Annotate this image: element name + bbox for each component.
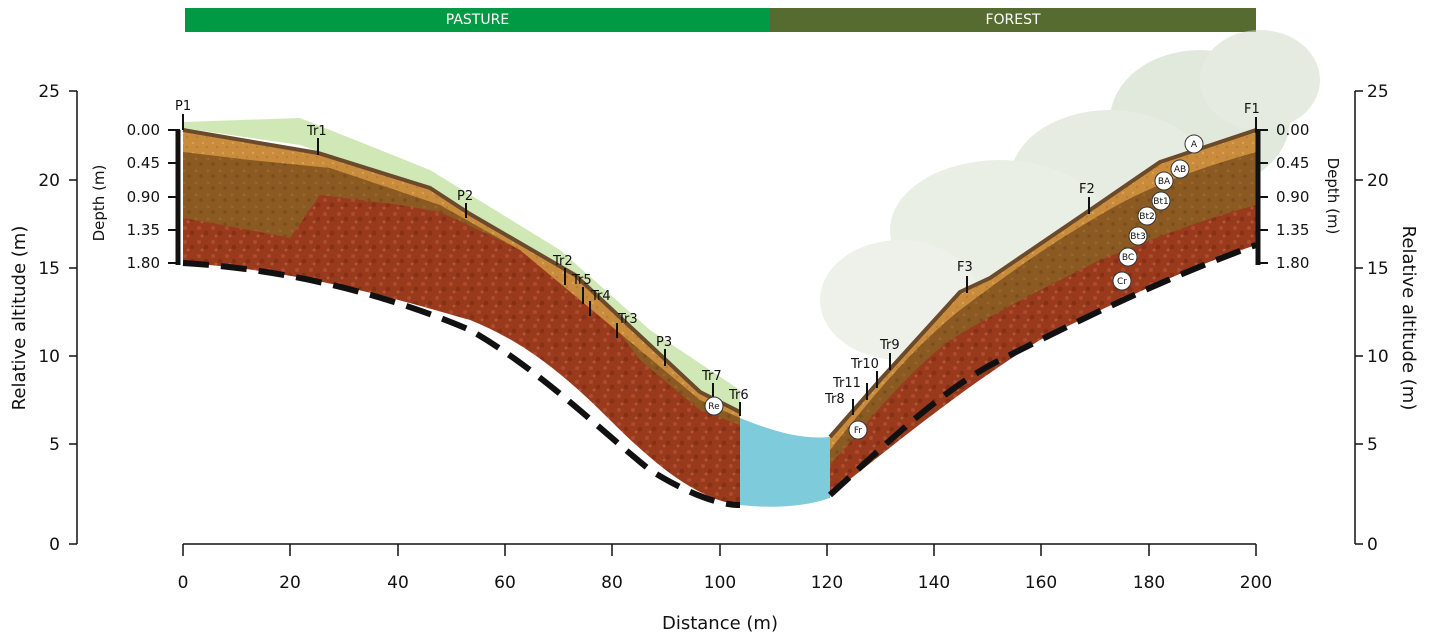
site-tr8: Tr8 — [824, 392, 845, 407]
left-depth-labels: 0.00 0.45 0.90 1.35 1.80 — [127, 121, 160, 272]
horizon-re: Re — [708, 402, 720, 412]
depth-right-title: Depth (m) — [1324, 158, 1342, 235]
yr-tick-5: 5 — [1367, 435, 1378, 455]
pasture-banner: PASTURE — [185, 8, 770, 32]
yr-tick-20: 20 — [1367, 171, 1389, 191]
deep-red-layer — [183, 130, 740, 505]
depth-left-4: 1.80 — [127, 254, 160, 272]
x-tick-60: 60 — [494, 573, 516, 593]
site-f1: F1 — [1244, 102, 1260, 117]
depth-right-3: 1.35 — [1276, 221, 1309, 239]
y-tick-25: 25 — [38, 82, 60, 102]
x-tick-20: 20 — [279, 573, 301, 593]
x-tick-160: 160 — [1025, 573, 1057, 593]
horizon-bt3: Bt3 — [1130, 232, 1145, 242]
site-markers — [182, 114, 1257, 416]
horizon-ab: AB — [1174, 165, 1186, 175]
x-tick-200: 200 — [1240, 573, 1272, 593]
yr-tick-15: 15 — [1367, 259, 1389, 279]
left-depth-scale — [168, 129, 181, 265]
site-f2: F2 — [1079, 182, 1095, 197]
site-tr2: Tr2 — [552, 254, 573, 269]
left-altitude-axis — [69, 90, 78, 545]
x-tick-100: 100 — [704, 573, 736, 593]
right-depth-scale — [1255, 129, 1268, 265]
yr-tick-0: 0 — [1367, 535, 1378, 555]
site-p1: P1 — [175, 99, 191, 114]
y-right-title: Relative altitude (m) — [1398, 226, 1419, 411]
site-tr6: Tr6 — [728, 388, 749, 403]
site-tr9: Tr9 — [879, 338, 900, 353]
x-tick-140: 140 — [918, 573, 950, 593]
site-tr5: Tr5 — [571, 273, 592, 288]
site-p3: P3 — [656, 335, 672, 350]
x-tick-80: 80 — [601, 573, 623, 593]
site-tr3: Tr3 — [617, 312, 638, 327]
y-tick-0: 0 — [49, 535, 60, 555]
site-tr1: Tr1 — [306, 124, 327, 139]
mid-brown-layer — [183, 130, 740, 425]
depth-left-1: 0.45 — [127, 154, 160, 172]
depth-left-2: 0.90 — [127, 188, 160, 206]
x-tick-40: 40 — [387, 573, 409, 593]
depth-left-3: 1.35 — [127, 221, 160, 239]
forest-banner: FOREST — [770, 8, 1256, 32]
depth-right-0: 0.00 — [1276, 121, 1309, 139]
depth-right-2: 0.90 — [1276, 188, 1309, 206]
y-tick-10: 10 — [38, 347, 60, 367]
x-tick-0: 0 — [178, 573, 189, 593]
right-altitude-axis — [1354, 90, 1363, 545]
site-tr10: Tr10 — [850, 357, 879, 372]
surface-line-right — [828, 128, 1257, 439]
site-f3: F3 — [957, 260, 973, 275]
bedrock-boundary-left — [182, 260, 741, 508]
horizon-a: A — [1191, 140, 1198, 150]
site-tr4: Tr4 — [590, 289, 611, 304]
stream-water — [740, 418, 830, 507]
x-axis-ticks: 0 20 40 60 80 100 120 140 160 180 200 — [178, 573, 1273, 593]
yr-tick-10: 10 — [1367, 347, 1389, 367]
x-axis-title: Distance (m) — [662, 613, 778, 634]
x-tick-120: 120 — [811, 573, 843, 593]
horizon-cr: Cr — [1117, 277, 1127, 287]
horizon-bt2: Bt2 — [1139, 212, 1154, 222]
site-p2: P2 — [457, 189, 473, 204]
horizon-bt1: Bt1 — [1153, 197, 1168, 207]
site-labels: P1 Tr1 P2 Tr2 Tr5 Tr4 Tr3 P3 Tr7 Tr6 Tr8… — [175, 99, 1260, 407]
top-light-layer-right — [830, 130, 1256, 450]
site-tr7: Tr7 — [701, 369, 722, 384]
x-tick-180: 180 — [1133, 573, 1165, 593]
horizon-fr: Fr — [854, 426, 863, 436]
right-altitude-ticks: 25 20 15 10 5 0 — [1367, 82, 1389, 555]
depth-right-1: 0.45 — [1276, 154, 1309, 172]
horizon-bc: BC — [1122, 253, 1134, 263]
x-axis — [182, 543, 1257, 556]
left-altitude-ticks: 25 20 15 10 5 0 — [38, 82, 60, 555]
y-left-title: Relative altitude (m) — [9, 226, 30, 411]
yr-tick-25: 25 — [1367, 82, 1389, 102]
horizon-markers: A AB BA Bt1 Bt2 Bt3 BC Cr Re Fr — [704, 134, 1204, 440]
right-depth-labels: 0.00 0.45 0.90 1.35 1.80 — [1276, 121, 1309, 272]
y-tick-15: 15 — [38, 259, 60, 279]
depth-left-0: 0.00 — [127, 121, 160, 139]
depth-right-4: 1.80 — [1276, 254, 1309, 272]
y-tick-5: 5 — [49, 435, 60, 455]
depth-left-title: Depth (m) — [90, 165, 108, 242]
horizon-ba: BA — [1158, 177, 1171, 187]
site-tr11: Tr11 — [832, 376, 861, 391]
y-tick-20: 20 — [38, 171, 60, 191]
